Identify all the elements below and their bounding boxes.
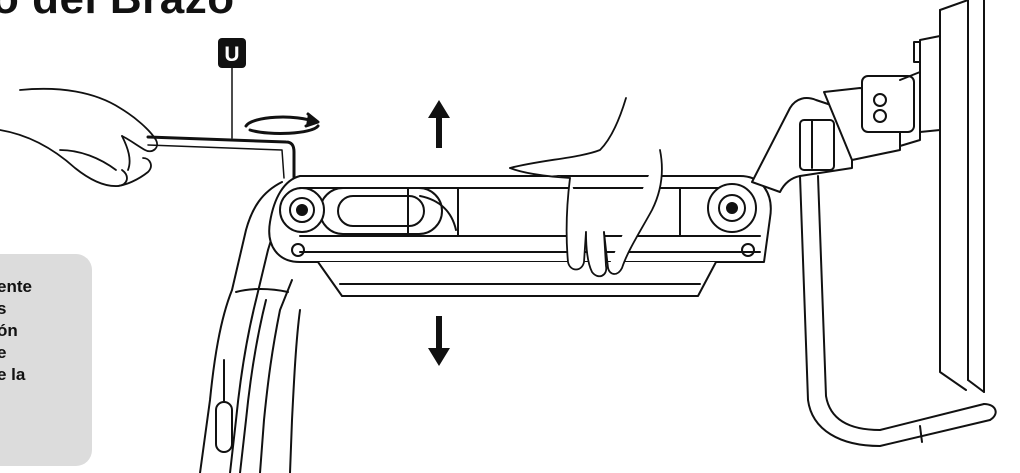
note-line: s [0, 299, 7, 318]
right-hand [509, 97, 663, 278]
note-box [0, 254, 92, 466]
note-line: ón [0, 321, 18, 340]
tool-label: U [218, 38, 246, 139]
tilt-head [751, 71, 921, 193]
note-line: e la [0, 365, 26, 384]
cable [799, 175, 997, 447]
arrow-down-icon [428, 316, 450, 366]
page-title: o del Brazo [0, 0, 235, 24]
tool-label-text: U [224, 43, 239, 66]
note-text: ente s ón e e la [0, 276, 32, 386]
note-line: ente [0, 277, 32, 296]
arrow-up-icon [428, 100, 450, 148]
left-hand [0, 87, 158, 187]
note-line: e [0, 343, 7, 362]
arm-body [268, 175, 772, 297]
allen-key-icon [146, 135, 296, 180]
monitor [913, 0, 985, 393]
rotate-arrows-icon [244, 112, 320, 135]
